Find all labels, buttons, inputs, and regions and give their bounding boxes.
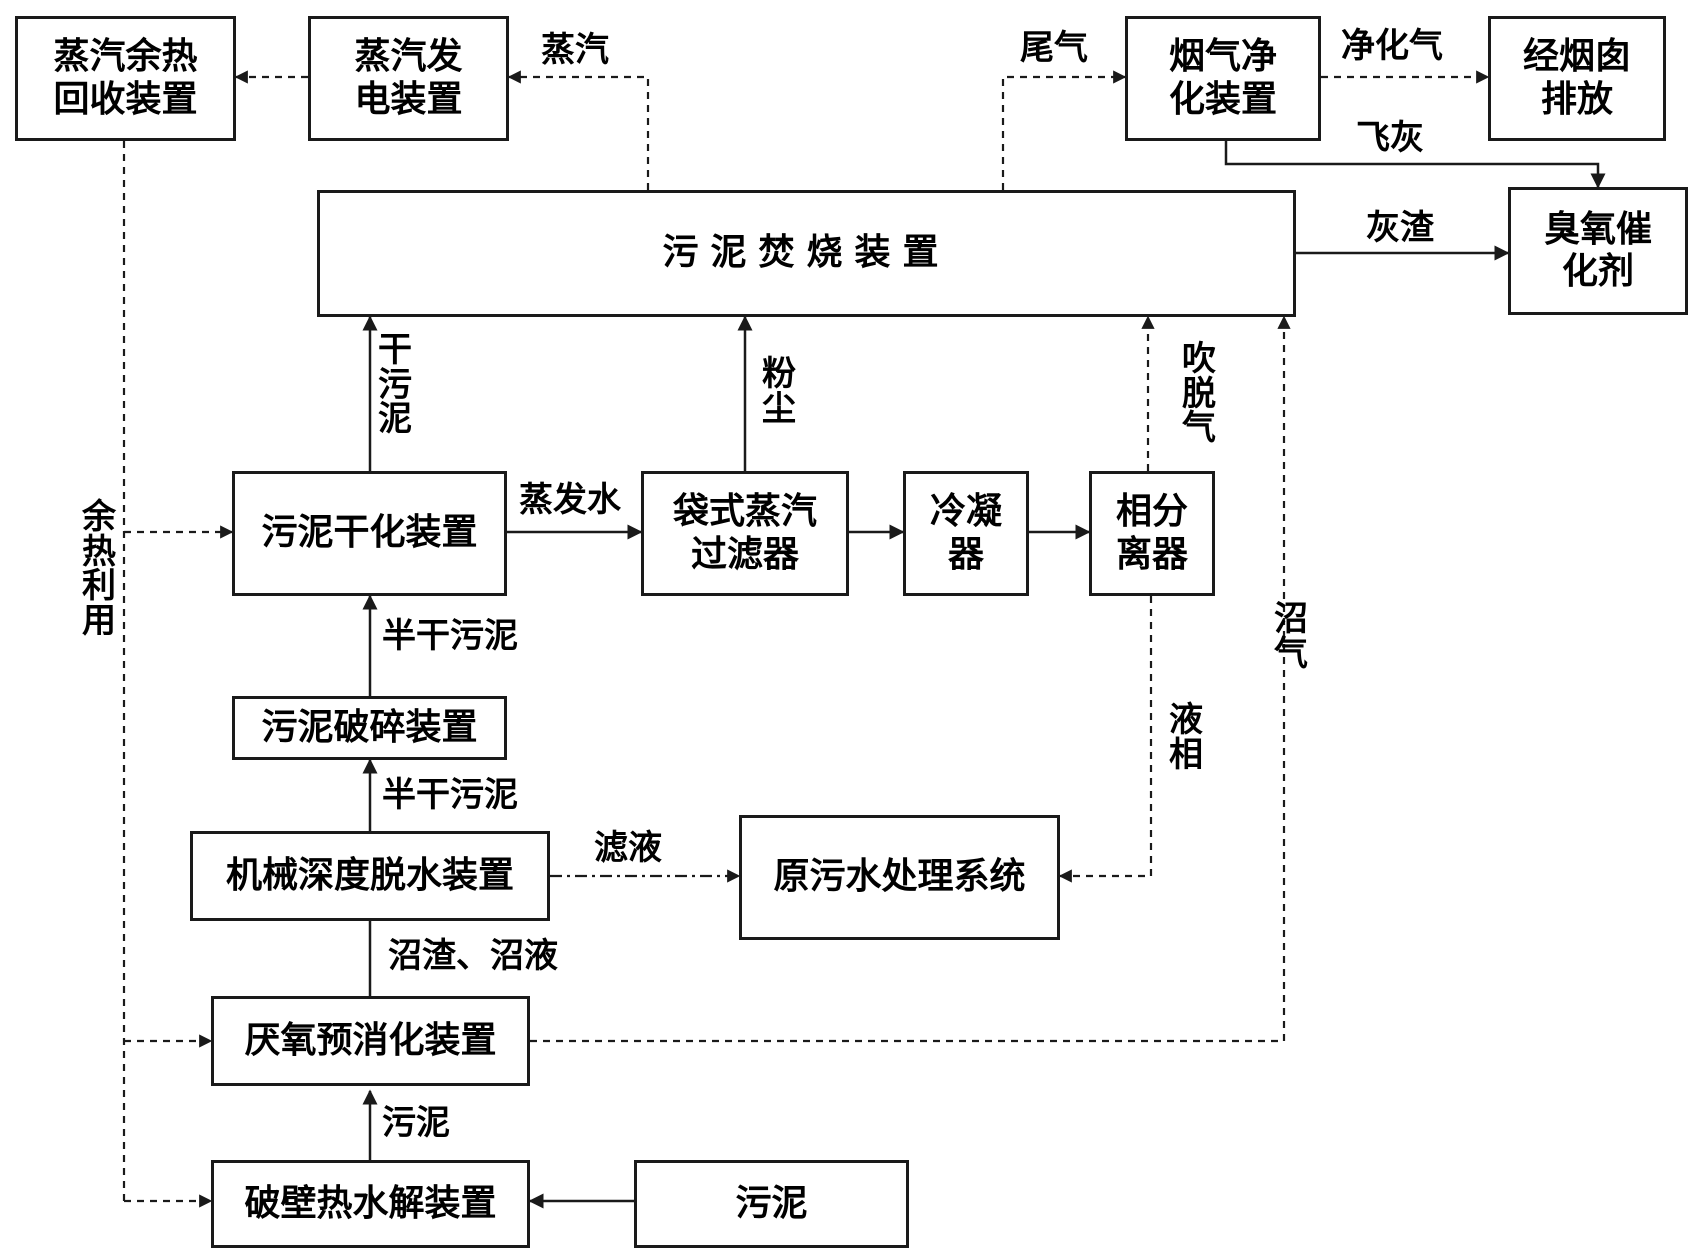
chimney-discharge-box: 经烟囱 排放 [1488, 16, 1666, 141]
label-sludge-feed: 污泥 [382, 1103, 450, 1143]
condenser-label: 冷凝 器 [929, 491, 1002, 575]
label-dust: 粉尘 [762, 354, 796, 429]
label-ash-slag: 灰渣 [1366, 208, 1434, 248]
steam-power-box: 蒸汽发 电装置 [308, 16, 509, 141]
label-semi-dry-sludge-upper: 半干污泥 [382, 616, 518, 656]
phase-separator-label: 相分 离器 [1115, 491, 1188, 575]
sludge-dryer-box: 污泥干化装置 [232, 471, 507, 596]
label-dry-sludge: 干污泥 [378, 330, 412, 440]
steam-heat-recovery-box: 蒸汽余热 回收装置 [15, 16, 236, 141]
anaerobic-digestion-box: 厌氧预消化装置 [211, 996, 530, 1086]
label-steam: 蒸汽 [541, 30, 609, 70]
label-stripped-gas: 吹脱气 [1182, 339, 1216, 449]
label-digestate: 沼渣、沼液 [388, 936, 558, 976]
label-liquid-phase: 液相 [1169, 700, 1203, 775]
steam-heat-recovery-label: 蒸汽余热 回收装置 [53, 36, 198, 120]
bag-steam-filter-box: 袋式蒸汽 过滤器 [641, 471, 849, 596]
label-fly-ash: 飞灰 [1356, 118, 1424, 158]
thermal-hydrolysis-label: 破壁热水解装置 [244, 1182, 497, 1224]
ozone-catalyst-label: 臭氧催 化剂 [1543, 208, 1652, 292]
label-tail-gas: 尾气 [1020, 28, 1088, 68]
arrow-anaerobic-biogas-to-incinerator [530, 315, 1291, 1043]
anaerobic-digestion-label: 厌氧预消化装置 [244, 1019, 497, 1061]
chimney-discharge-label: 经烟囱 排放 [1522, 36, 1631, 120]
arrow-flyash-to-catalyst [1224, 141, 1606, 189]
ozone-catalyst-box: 臭氧催 化剂 [1508, 187, 1688, 315]
sewage-treatment-box: 原污水处理系统 [739, 815, 1060, 940]
sludge-source-label: 污泥 [735, 1182, 808, 1224]
label-purified-gas: 净化气 [1341, 26, 1443, 66]
sludge-incinerator-label: 污泥焚烧装置 [662, 232, 951, 274]
thermal-hydrolysis-box: 破壁热水解装置 [211, 1160, 530, 1248]
label-biogas: 沼气 [1274, 599, 1308, 674]
arrow-separator-to-sewage [1058, 596, 1153, 883]
sludge-dryer-label: 污泥干化装置 [261, 512, 478, 554]
arrow-steam-to-power [507, 70, 650, 190]
arrow-tailgas-to-purify [1001, 70, 1127, 190]
condenser-box: 冷凝 器 [903, 471, 1029, 596]
mechanical-dewater-label: 机械深度脱水装置 [225, 854, 514, 896]
sludge-crusher-box: 污泥破碎装置 [232, 696, 507, 760]
label-filtrate: 滤液 [594, 828, 662, 868]
label-semi-dry-sludge-lower: 半干污泥 [382, 775, 518, 815]
label-evaporated-water: 蒸发水 [519, 480, 621, 520]
sludge-source-box: 污泥 [634, 1160, 909, 1248]
flue-gas-purify-label: 烟气净 化装置 [1168, 36, 1277, 120]
label-waste-heat-use: 余热利用 [82, 497, 116, 642]
flue-gas-purify-box: 烟气净 化装置 [1125, 16, 1321, 141]
steam-power-label: 蒸汽发 电装置 [354, 36, 463, 120]
sludge-incinerator-box: 污泥焚烧装置 [317, 190, 1296, 317]
sewage-treatment-label: 原污水处理系统 [773, 856, 1026, 898]
mechanical-dewater-box: 机械深度脱水装置 [190, 831, 550, 921]
sludge-crusher-label: 污泥破碎装置 [261, 706, 478, 748]
phase-separator-box: 相分 离器 [1089, 471, 1215, 596]
bag-steam-filter-label: 袋式蒸汽 过滤器 [672, 491, 817, 575]
